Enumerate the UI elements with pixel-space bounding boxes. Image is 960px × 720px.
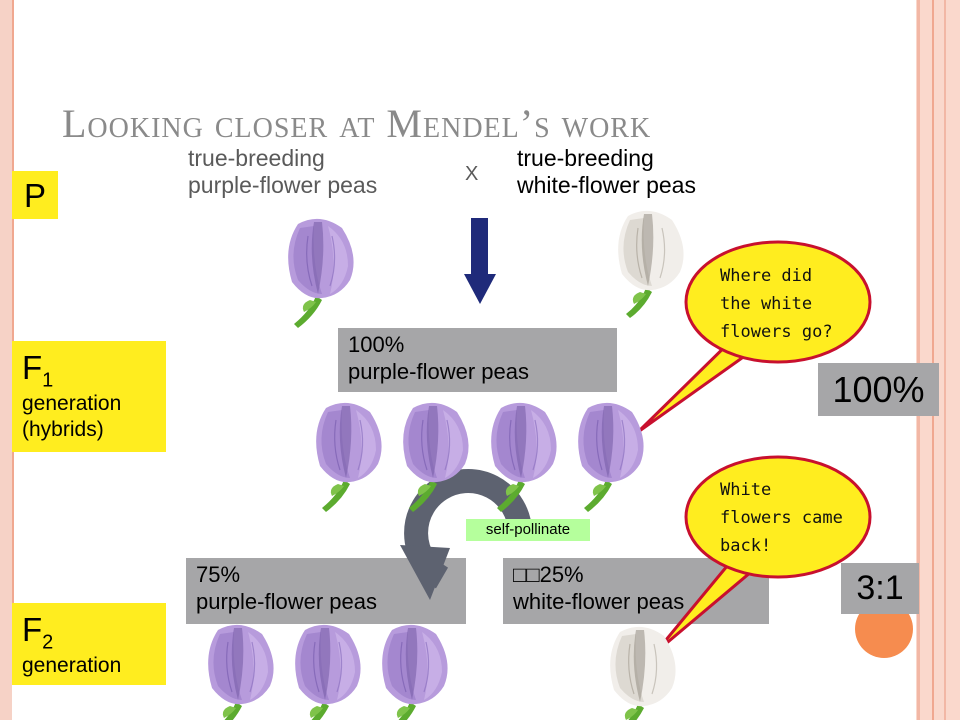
slide-frame-left <box>0 0 12 720</box>
f2-white-percent: 25% <box>539 562 584 587</box>
slide-frame-right-line <box>932 0 934 720</box>
slide-frame-right <box>916 0 960 720</box>
f1-result-box: 100% purple-flower peas <box>338 328 617 392</box>
downward-arrow-icon <box>464 218 496 304</box>
cross-left-line2: purple-flower peas <box>188 172 378 198</box>
bottom-bubble-text: White flowers came back! <box>720 480 843 556</box>
p-white-flower-icon <box>617 210 685 319</box>
cross-left-line1: true-breeding <box>188 145 325 171</box>
missing-glyph-marks: □□ <box>513 562 540 587</box>
f1-generation-label: F1 generation (hybrids) <box>12 341 166 452</box>
f2-generation-label: F2 generation <box>12 603 166 685</box>
p-purple-flower-icon <box>287 218 355 329</box>
f1-percent: 100% <box>348 332 405 357</box>
f2-white-flower-icon <box>609 626 677 720</box>
self-pollinate-label: self-pollinate <box>466 519 590 541</box>
f1-line2: (hybrids) <box>22 417 104 441</box>
f1-purple-flower-icon <box>315 402 383 513</box>
slide-title: Looking closer at Mendel’s work <box>62 101 652 146</box>
f2-line1: generation <box>22 653 122 677</box>
slide-frame-right-line <box>944 0 946 720</box>
cross-right-line1: true-breeding <box>517 145 654 171</box>
f1-label: purple-flower peas <box>348 359 529 384</box>
f2-purple-percent: 75% <box>196 562 241 587</box>
f1-side-percent: 100% <box>818 363 939 416</box>
f2-ratio: 3:1 <box>841 563 919 614</box>
bottom-speech-bubble <box>684 455 872 579</box>
f2-white-percent-line: □□25% <box>513 561 759 588</box>
f2-purple-box: 75% purple-flower peas <box>186 558 466 624</box>
slide-frame-left-line <box>12 0 14 665</box>
top-bubble-text: Where did the white flowers go? <box>720 266 833 342</box>
f2-symbol: F2 <box>22 611 54 654</box>
cross-right-text: true-breeding white-flower peas <box>517 145 696 199</box>
f1-symbol: F1 <box>22 349 54 392</box>
f2-purple-flower-icon <box>294 624 362 720</box>
p-symbol: P <box>24 177 47 214</box>
cross-right-line2: white-flower peas <box>517 172 696 198</box>
f2-purple-flower-icon <box>381 624 449 720</box>
f2-white-label: white-flower peas <box>513 589 685 614</box>
top-speech-bubble <box>684 240 872 364</box>
f2-purple-label: purple-flower peas <box>196 589 377 614</box>
cross-left-text: true-breeding purple-flower peas <box>188 145 377 199</box>
cross-x-mark: X <box>465 163 479 185</box>
slide-frame-right-line <box>917 0 920 720</box>
f2-purple-flower-icon <box>207 624 275 720</box>
f1-purple-flower-icon <box>577 402 645 513</box>
f1-line1: generation <box>22 391 122 415</box>
p-generation-label: P <box>12 171 58 219</box>
